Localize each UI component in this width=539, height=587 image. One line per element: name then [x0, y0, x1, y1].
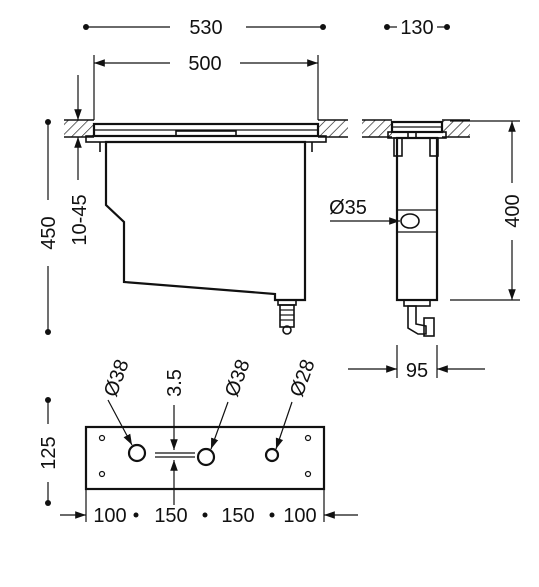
- plate-hole-2-label: Ø38: [221, 357, 255, 400]
- dimension-label-95: 95: [406, 360, 428, 382]
- dimension-500: 500: [93, 53, 319, 120]
- dimension-125: 125: [38, 397, 60, 506]
- dimension-d35: Ø35: [329, 197, 400, 225]
- dimension-10-45: 10-45: [69, 75, 91, 246]
- dimension-label-spacing-1: 100: [93, 505, 126, 527]
- dimension-530: 530: [83, 17, 326, 39]
- slab-side-left: [362, 120, 392, 137]
- side-body: [395, 136, 439, 302]
- dimension-label-d35: Ø35: [329, 197, 367, 219]
- slab-right: [318, 120, 348, 137]
- dimension-label-450: 450: [38, 216, 60, 249]
- side-drain-fitting: [403, 299, 435, 337]
- dimension-130: 130: [384, 17, 450, 39]
- dimension-label-spacing-2: 150: [154, 505, 187, 527]
- plate-view: Ø38 Ø38 Ø28 3.5 125 100: [38, 357, 358, 527]
- plate-hole-3: [264, 447, 280, 463]
- plate-hole-1: [127, 443, 147, 463]
- dimension-label-130: 130: [400, 17, 433, 39]
- dimension-chain-bottom: 100 150 150 100: [60, 489, 358, 527]
- plate-hole-3-label: Ø28: [286, 357, 320, 400]
- mounting-plate: [84, 425, 326, 491]
- dimension-label-530: 530: [189, 17, 222, 39]
- plate-hole-2: [196, 447, 216, 467]
- dimension-400: 400: [450, 120, 524, 301]
- slab-left: [64, 120, 94, 137]
- dimension-3-5: 3.5: [155, 369, 195, 505]
- front-view: 530 500: [38, 17, 348, 335]
- plate-hole-1-label: Ø38: [100, 357, 134, 400]
- dimension-450: 450: [38, 119, 60, 335]
- inlet-hole: [400, 213, 420, 229]
- drain-fitting: [277, 299, 297, 335]
- dimension-label-400: 400: [502, 194, 524, 227]
- slab-side-right: [442, 120, 470, 137]
- dimension-label-3-5: 3.5: [164, 369, 186, 397]
- dimension-95: 95: [348, 345, 485, 382]
- tank-body: [104, 140, 307, 302]
- dimension-label-500: 500: [188, 53, 221, 75]
- dimension-label-125: 125: [38, 436, 60, 469]
- side-view: 130 Ø35: [329, 17, 524, 382]
- lid-frame: [85, 122, 327, 152]
- dimension-label-spacing-4: 100: [283, 505, 316, 527]
- dimension-label-spacing-3: 150: [221, 505, 254, 527]
- dimension-label-10-45: 10-45: [69, 194, 91, 245]
